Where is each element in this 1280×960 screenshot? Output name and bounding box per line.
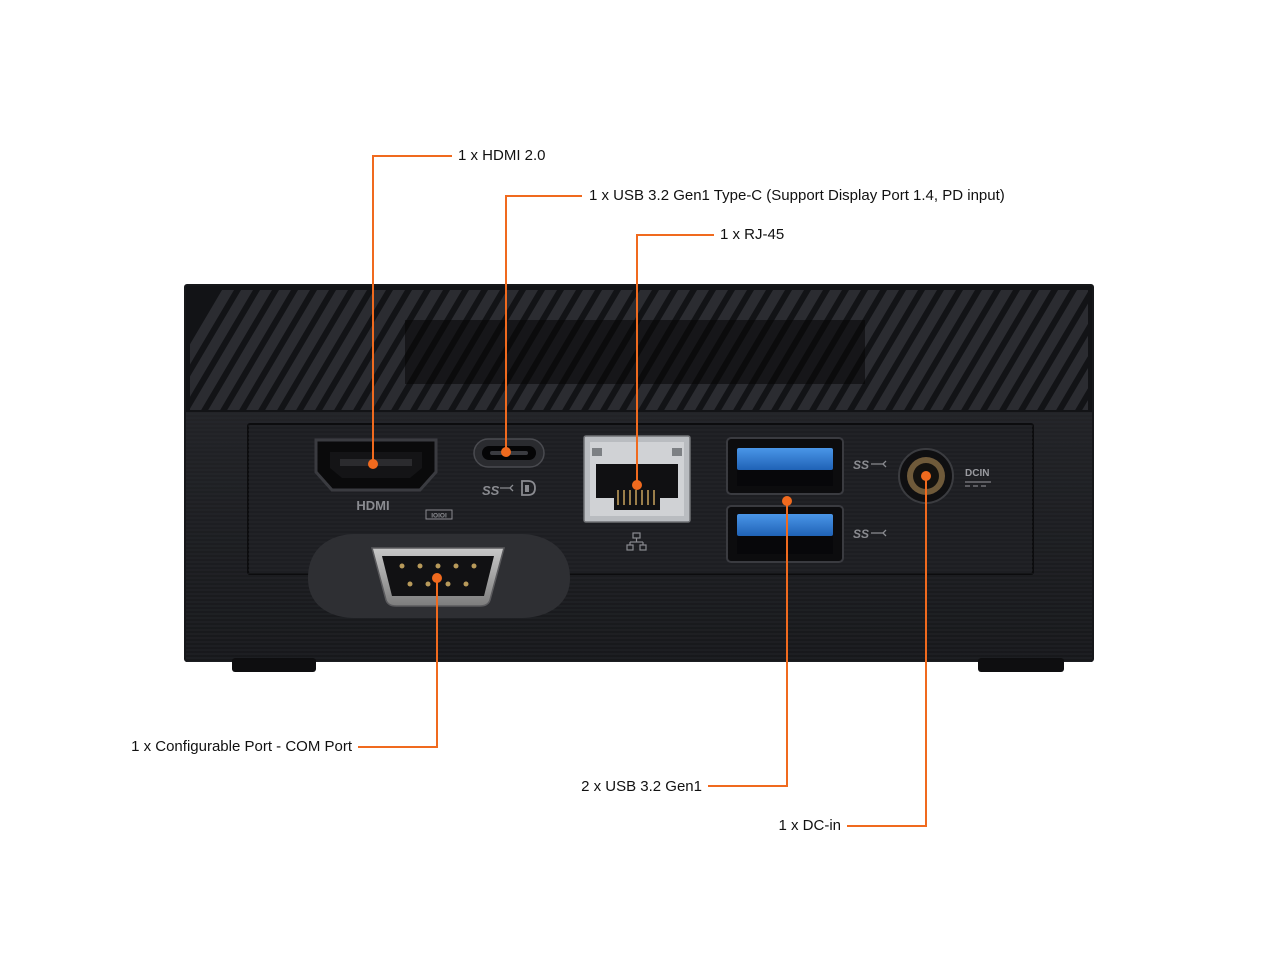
- network-icon: [626, 532, 647, 551]
- vent-slat: [190, 290, 272, 410]
- hdmi-marking: HDMI: [356, 498, 389, 513]
- svg-text:SS: SS: [853, 458, 869, 472]
- vent-slat: [1082, 400, 1088, 410]
- vent-slat: [265, 290, 348, 410]
- vent-slat: [930, 290, 1013, 410]
- dc-in-callout-label: 1 x DC-in: [778, 817, 841, 834]
- displayport-icon: [521, 480, 536, 496]
- vent-slat: [1100, 290, 1184, 412]
- rubber-foot-left: [232, 658, 316, 672]
- vent-slat: [227, 290, 310, 410]
- vent-slat: [1044, 335, 1088, 410]
- vent-slat: [1006, 290, 1088, 410]
- svg-text:SS: SS: [853, 527, 869, 541]
- hdmi-callout-label: 1 x HDMI 2.0: [458, 147, 546, 164]
- rubber-foot-right: [978, 658, 1064, 672]
- vent-slat: [190, 290, 253, 397]
- superspeed-usb-icon: SS: [853, 527, 887, 541]
- usb-c-leader: [505, 195, 582, 452]
- usb-c-callout-label: 1 x USB 3.2 Gen1 Type-C (Support Display…: [589, 187, 1005, 204]
- dc-in-leader: [847, 476, 927, 827]
- vent-slat: [341, 290, 424, 410]
- com-dot: [432, 573, 442, 583]
- vent-slat: [854, 290, 937, 410]
- vent-slat: [949, 290, 1032, 410]
- vent-slat: [1063, 367, 1088, 410]
- dcin-marking: DCIN: [965, 468, 989, 479]
- vent-slat: [873, 290, 956, 410]
- usb-c-dot: [501, 447, 511, 457]
- com-callout-label: 1 x Configurable Port - COM Port: [131, 738, 352, 755]
- dc-in-dot: [921, 471, 931, 481]
- usb-a-callout-label: 2 x USB 3.2 Gen1: [581, 778, 702, 795]
- vent-slat: [968, 290, 1051, 410]
- dc-polarity-icon: [965, 481, 991, 487]
- com-leader: [358, 578, 438, 748]
- vent-slat: [911, 290, 994, 410]
- rj45-callout-label: 1 x RJ-45: [720, 226, 785, 243]
- vent-slat: [1119, 290, 1203, 412]
- usb-a-leader: [708, 501, 788, 787]
- hdmi-dot: [368, 459, 378, 469]
- vent-slat: [303, 290, 386, 410]
- svg-text:SS: SS: [482, 483, 500, 498]
- com-marking: IOIOI: [431, 513, 447, 520]
- vent-slat: [208, 290, 291, 410]
- rj45-dot: [632, 480, 642, 490]
- usb-a-port-top: SS: [726, 437, 887, 495]
- vent-slat: [892, 290, 975, 410]
- vent-slat: [1025, 303, 1088, 410]
- superspeed-usb-icon: SS: [482, 483, 514, 498]
- rj45-leader: [636, 234, 714, 485]
- hdmi-leader: [372, 155, 452, 464]
- vent-slat: [284, 290, 367, 410]
- vent-slat: [987, 290, 1070, 410]
- callout-leaders: [358, 155, 927, 827]
- vent-slat: [246, 290, 329, 410]
- vent-slat: [1138, 290, 1222, 412]
- usb-a-port-bottom: SS: [726, 505, 887, 563]
- vent-slat: [322, 290, 405, 410]
- superspeed-usb-icon: SS: [853, 458, 887, 472]
- vent-slat: [190, 290, 234, 365]
- callout-dots: [368, 447, 931, 583]
- usb-a-dot: [782, 496, 792, 506]
